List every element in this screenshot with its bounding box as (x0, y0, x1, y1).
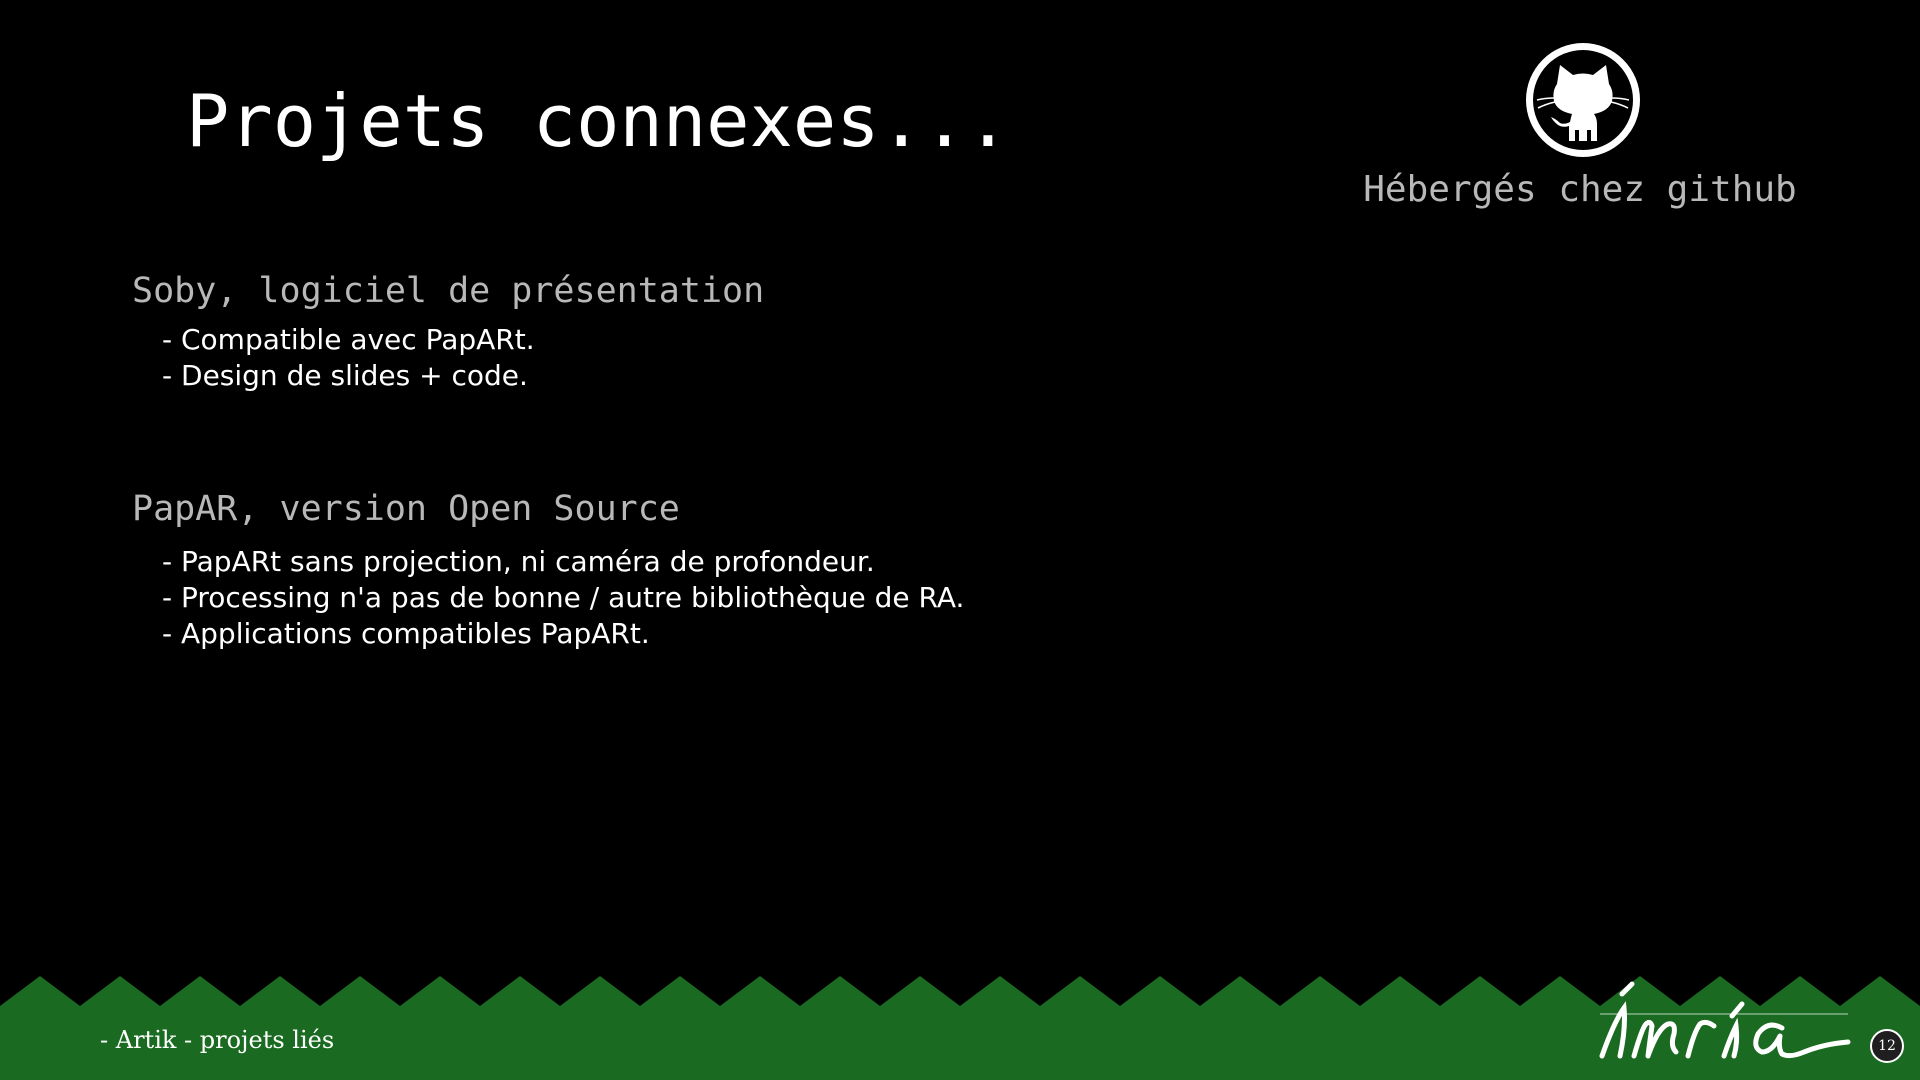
bullet-item: - Design de slides + code. (162, 359, 528, 392)
github-block: Hébergés chez github (1360, 38, 1800, 218)
section-heading: PapAR, version Open Source (132, 489, 680, 529)
section-soby: Soby, logiciel de présentation - Compati… (132, 270, 1332, 394)
bullet-list: - Compatible avec PapARt. - Design de sl… (162, 322, 1332, 394)
github-octocat-icon (1526, 43, 1640, 157)
bullet-item: - Compatible avec PapARt. (162, 323, 535, 356)
bullet-item: - Applications compatibles PapARt. (162, 617, 650, 650)
github-caption: Hébergés chez github (1363, 169, 1797, 210)
section-heading: Soby, logiciel de présentation (132, 271, 765, 311)
page-number-badge: 12 (1870, 1029, 1904, 1063)
bullet-list: - PapARt sans projection, ni caméra de p… (162, 544, 1332, 652)
slide-title: Projets connexes... (186, 79, 1010, 163)
bullet-item: - Processing n'a pas de bonne / autre bi… (162, 581, 965, 614)
bullet-item: - PapARt sans projection, ni caméra de p… (162, 545, 875, 578)
footer-zigzag-band (0, 976, 1920, 1080)
section-papar: PapAR, version Open Source - PapARt sans… (132, 488, 1332, 652)
inria-logo (1599, 981, 1851, 1059)
footer-text: - Artik - projets liés (100, 1026, 335, 1054)
